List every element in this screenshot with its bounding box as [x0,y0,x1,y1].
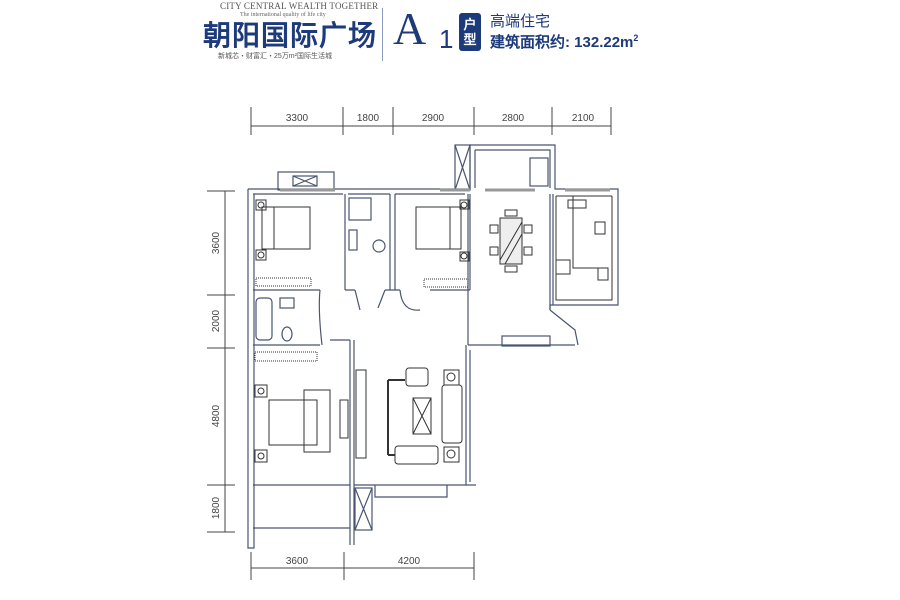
walls [247,144,619,549]
unit-number: 1 [439,24,454,54]
dim-top-4: 2800 [502,113,525,124]
tagline: 新城芯・财富汇・25万m²国际生活城 [218,53,332,60]
header-divider [382,8,383,61]
dim-bottom-1: 3600 [286,556,309,567]
dim-top-1: 3300 [286,113,309,124]
dim-top-2: 1800 [357,113,380,124]
area-text: 建筑面积约: 132.22m [490,34,634,51]
badge-bottom: 型 [463,32,477,47]
dim-left-2: 2000 [211,309,222,332]
unit-letter: A [393,3,427,54]
dim-top-5: 2100 [572,113,595,124]
area-label: 建筑面积约: 132.22m2 [490,34,638,52]
dim-left-1: 3600 [211,231,222,254]
dim-bottom-2: 4200 [398,556,421,567]
grade-label: 高端住宅 [490,13,551,30]
badge-top: 户 [463,17,477,32]
dim-left-3: 4800 [211,404,222,427]
project-name: 朝阳国际广场 [203,20,378,51]
area-sup: 2 [633,33,639,43]
english-slogan: CITY CENTRAL WEALTH TOGETHER [220,1,379,11]
dim-left-4: 1800 [211,496,222,519]
dim-top-3: 2900 [422,113,445,124]
furniture [254,195,613,465]
unit-type-badge: 户 型 [459,13,481,51]
dimension-lines [207,107,612,580]
english-subslogan: The international quality of life city [240,12,326,18]
